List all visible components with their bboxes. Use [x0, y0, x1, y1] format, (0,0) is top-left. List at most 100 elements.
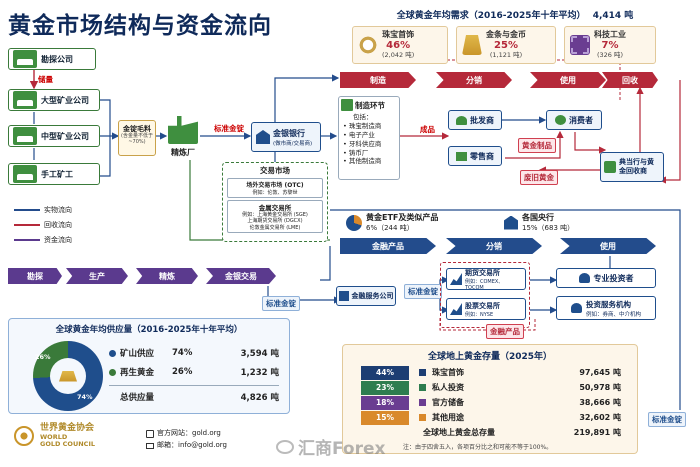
professional-investors: 专业投资者: [556, 268, 656, 288]
financial-products-tag: 金融产品: [486, 324, 524, 339]
stock-table: 44% 珠宝首饰 97,645 吨 23% 私人投资 50,978 吨 18% 官方储备 38,…: [361, 365, 621, 425]
supply-panel: 全球黄金年均供应量（2016-2025年十年平均） 26% 74% 矿山供应 7…: [8, 318, 290, 414]
excavator-icon: [13, 127, 37, 145]
exchanges-group: [440, 262, 530, 328]
chain-financial-distribution: 分销: [446, 238, 542, 254]
standard-bar-tag-right: 标准金锭: [404, 284, 442, 299]
investment-institutions: 投资服务机构例如：券商、中介机构: [556, 296, 656, 320]
stock-value: 50,978 吨: [579, 383, 621, 392]
page-title: 黄金市场结构与资金流向: [8, 13, 272, 39]
mountain-icon: [13, 50, 37, 68]
factory-icon: [341, 99, 353, 111]
shop-icon: [456, 151, 467, 161]
metal-exchanges-box: 金属交易所 例如：上海黄金交易所 (SGE) 上海期货交易所 (DGCX) 伦敦…: [227, 200, 323, 233]
supply-stats: 矿山供应 74% 3,594 吨 再生黄金 26% 1,232 吨 总供应量 4…: [109, 347, 279, 403]
monitor-icon: [146, 429, 154, 438]
medium-mining-company: 中型矿业公司: [8, 125, 100, 147]
mine-supply-row: 矿山供应 74% 3,594 吨: [109, 347, 279, 359]
ring-icon: [358, 35, 378, 55]
gold-bar-icon: [59, 370, 77, 382]
futures-exchange: 期货交易所例如：COMEX、TOCOM: [446, 268, 526, 291]
legend-physical: 实物流向: [14, 205, 72, 215]
factory-icon: [168, 116, 198, 144]
stock-pct-cell: 44%: [361, 365, 409, 380]
email-link[interactable]: 邮箱：info@gold.org: [146, 440, 227, 452]
chain-financial-use: 使用: [560, 238, 656, 254]
bank-icon: [256, 130, 270, 144]
chain-distribution: 分销: [436, 72, 512, 88]
legend-recycle: 回收流向: [14, 220, 72, 230]
scrap-gold-tag: 废旧黄金: [520, 170, 558, 185]
stock-pct-cell: 18%: [361, 395, 409, 410]
user-icon: [555, 115, 566, 125]
website-link[interactable]: 官方网站：gold.org: [146, 428, 227, 440]
wgc-emblem-icon: [14, 426, 34, 447]
central-banks-info: 各国央行 15%（683 吨）: [504, 212, 574, 233]
legend-square-icon: [419, 384, 426, 391]
arrow-icon: [14, 224, 40, 226]
stock-label: 珠宝首饰: [432, 368, 464, 377]
standard-bar-tag-left: 标准金锭: [262, 296, 300, 311]
stock-footnote: 注：由于四舍五入，各项百分比之和可能不等于100%。: [403, 444, 553, 451]
stock-label: 其他用途: [432, 413, 464, 422]
gold-bar-icon: [462, 35, 482, 55]
legend: 实物流向 回收流向 资金流向: [14, 205, 72, 245]
stock-value: 32,602 吨: [579, 413, 621, 422]
wgc-logo: 世界黄金协会 WORLD GOLD COUNCIL: [14, 423, 95, 448]
arrow-icon: [14, 239, 40, 241]
stock-value: 97,645 吨: [579, 368, 621, 377]
retailer: 零售商: [448, 146, 502, 166]
mail-icon: [146, 442, 154, 449]
people-icon: [456, 115, 467, 125]
otc-box: 场外交易市场 (OTC) 例如：伦敦、苏黎世: [227, 178, 323, 198]
chain-recycle: 回收: [602, 72, 658, 88]
chain-exploration: 勘探: [8, 268, 62, 284]
chart-up-icon: [450, 303, 462, 315]
dore-box: 金锭毛料 (含金量不低于~70%): [118, 120, 156, 156]
manufacturing-box: 制造环节 包括： • 珠宝制造商 • 电子产业 • 牙科供应商 • 铸币厂 • …: [338, 96, 400, 180]
chain-bullion-trading: 金银交易: [206, 268, 276, 284]
large-mining-company: 大型矿业公司: [8, 89, 100, 111]
dot-icon: [109, 368, 116, 376]
refinery: 精炼厂: [166, 116, 200, 160]
stock-total-row: 全球地上黄金总存量 219,891 吨: [423, 428, 621, 437]
finished-goods-tag: 成品: [420, 124, 435, 135]
scale-icon: [604, 161, 616, 173]
exchange-market-panel: 交易市场 场外交易市场 (OTC) 例如：伦敦、苏黎世 金属交易所 例如：上海黄…: [222, 162, 328, 242]
chain-manufacture: 制造: [340, 72, 416, 88]
stock-label: 私人投资: [432, 383, 464, 392]
standard-bar-tag-vertical: 标准金锭: [648, 412, 686, 427]
legend-square-icon: [419, 369, 426, 376]
legend-square-icon: [419, 414, 426, 421]
supply-donut: 26% 74%: [33, 341, 103, 411]
chain-production: 生产: [66, 268, 128, 284]
reserve-tag: 储量: [38, 74, 53, 85]
arrow-icon: [14, 209, 40, 211]
stock-row: 18% 官方储备 38,666 吨: [361, 395, 621, 410]
bullion-bank: 金银银行 (做市商/交易商): [251, 122, 321, 152]
chart-up-icon: [450, 273, 462, 285]
etf-info: 黄金ETF及类似产品 6%（244 吨）: [346, 212, 438, 233]
chain-use: 使用: [530, 72, 606, 88]
pie-chart-icon: [346, 214, 362, 231]
building-icon: [338, 291, 349, 301]
demand-title: 全球黄金年均需求（2016-2025年十年平均） 4,414 吨: [396, 11, 634, 21]
legend-square-icon: [419, 399, 426, 406]
dot-icon: [109, 349, 116, 357]
stock-pct-cell: 23%: [361, 380, 409, 395]
gold-products-tag: 黄金制品: [518, 138, 556, 153]
stock-exchange: 股票交易所例如：NYSE: [446, 298, 526, 320]
chain-financial-products: 金融产品: [340, 238, 436, 254]
wechat-icon: [276, 439, 294, 454]
contact-info: 官方网站：gold.org 邮箱：info@gold.org: [146, 428, 227, 452]
chip-icon: [570, 35, 590, 55]
stock-label: 官方储备: [432, 398, 464, 407]
stock-value: 38,666 吨: [579, 398, 621, 407]
wholesaler: 批发商: [448, 110, 502, 130]
investor-icon: [578, 273, 590, 283]
